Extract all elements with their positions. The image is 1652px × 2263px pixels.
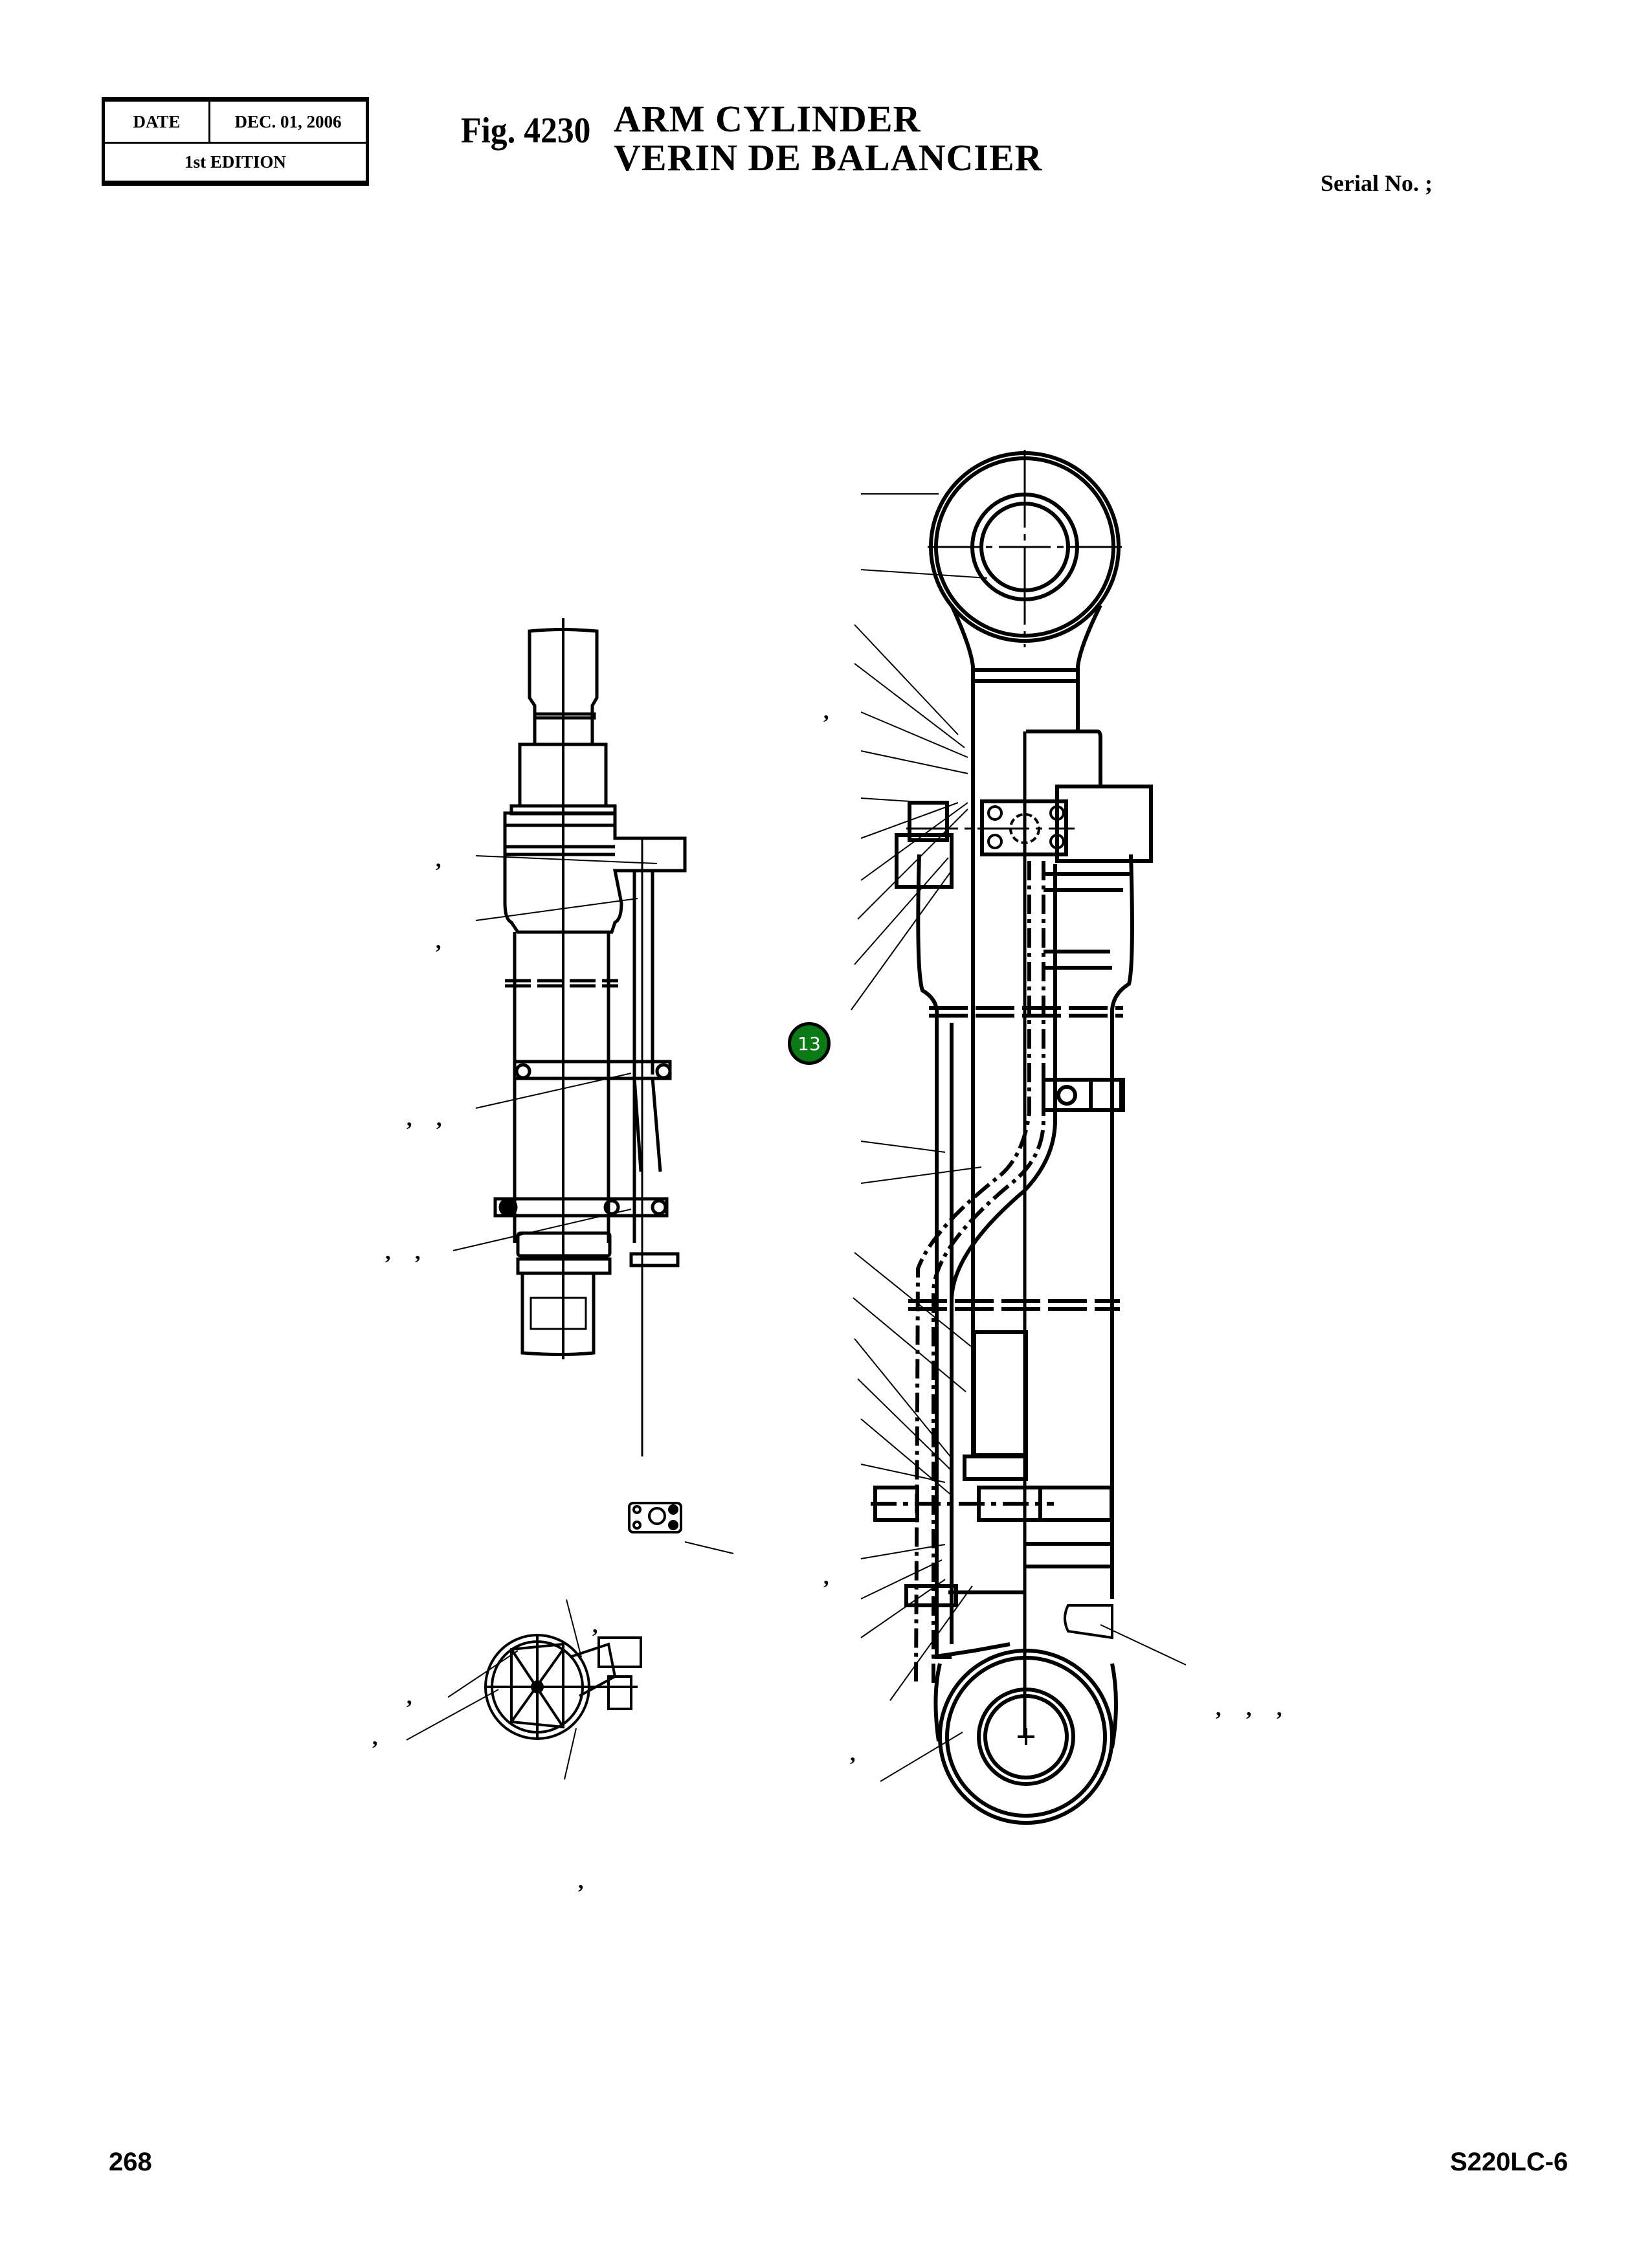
leader-lines [406, 493, 1187, 1782]
page-number: 268 [109, 2148, 152, 2176]
callout-separator: , [1277, 1697, 1282, 1721]
callout-separator: , [823, 1565, 829, 1589]
page-title-english: ARM CYLINDER [614, 98, 921, 140]
callout-separator: , [592, 1614, 598, 1638]
callout-separator: , [823, 700, 829, 724]
page-title-french: VERIN DE BALANCIER [614, 137, 1043, 179]
date-value: DEC. 01, 2006 [234, 111, 342, 131]
callout-badge-label: 13 [798, 1032, 821, 1054]
callout-separator: , [1216, 1697, 1222, 1721]
figure-number: Fig. 4230 [461, 111, 591, 151]
callout-badge-13[interactable]: 13 [788, 1022, 831, 1065]
main-cylinder-centerlines [906, 450, 1122, 830]
date-edition-box: DATE DEC. 01, 2006 1st EDITION [102, 97, 369, 186]
model-number: S220LC-6 [1450, 2148, 1568, 2176]
port-flange-detail [628, 1502, 682, 1533]
callout-separator: , [578, 1869, 584, 1893]
date-label: DATE [105, 102, 210, 142]
callout-separator: , [415, 1240, 421, 1264]
callout-separator: , [436, 848, 441, 872]
callout-separator: , [407, 1107, 412, 1131]
serial-number-label: Serial No. ; [1321, 170, 1433, 196]
port-flange-bolts [987, 805, 1065, 849]
callout-separator: , [436, 930, 441, 953]
callout-separator: , [385, 1240, 391, 1264]
callout-separator: , [372, 1726, 378, 1750]
callout-separator: , [850, 1742, 856, 1766]
date-row: DATE DEC. 01, 2006 [105, 102, 366, 144]
callout-separator: , [407, 1685, 412, 1709]
callout-separator: , [436, 1107, 442, 1131]
main-cylinder-side-view [871, 451, 1153, 1825]
alternate-cylinder-view [493, 618, 687, 1456]
edition-label: 1st EDITION [184, 152, 286, 172]
end-view-detail [484, 1634, 642, 1740]
callout-separator: , [1246, 1697, 1252, 1721]
